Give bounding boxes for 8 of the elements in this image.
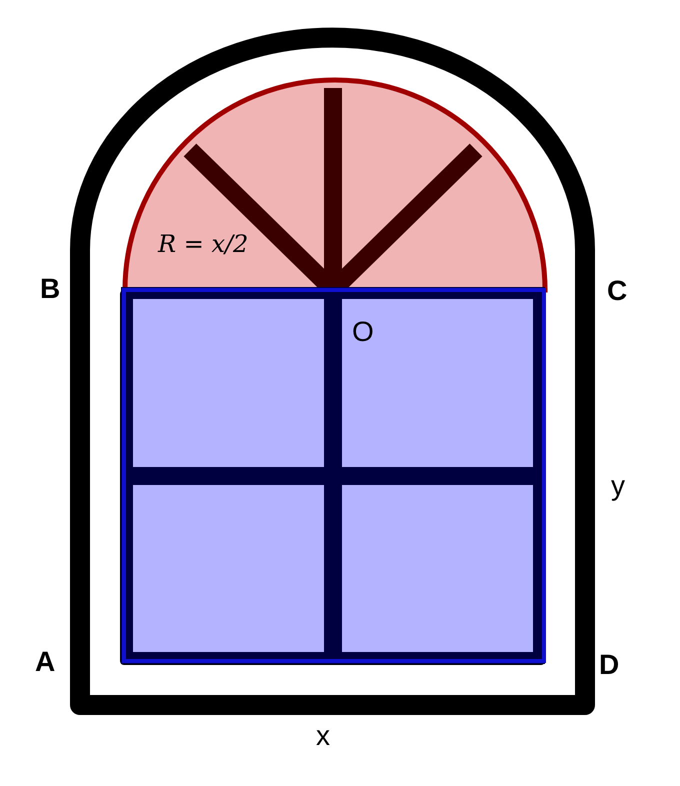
- dimension-label: x: [316, 722, 330, 750]
- formula: R = x/2: [158, 232, 248, 256]
- point-label: B: [40, 275, 60, 303]
- point-label: C: [607, 277, 628, 305]
- point-label: D: [599, 651, 620, 679]
- point-label: O: [352, 318, 374, 346]
- dimension-label: y: [611, 472, 625, 500]
- point-label: A: [35, 648, 56, 676]
